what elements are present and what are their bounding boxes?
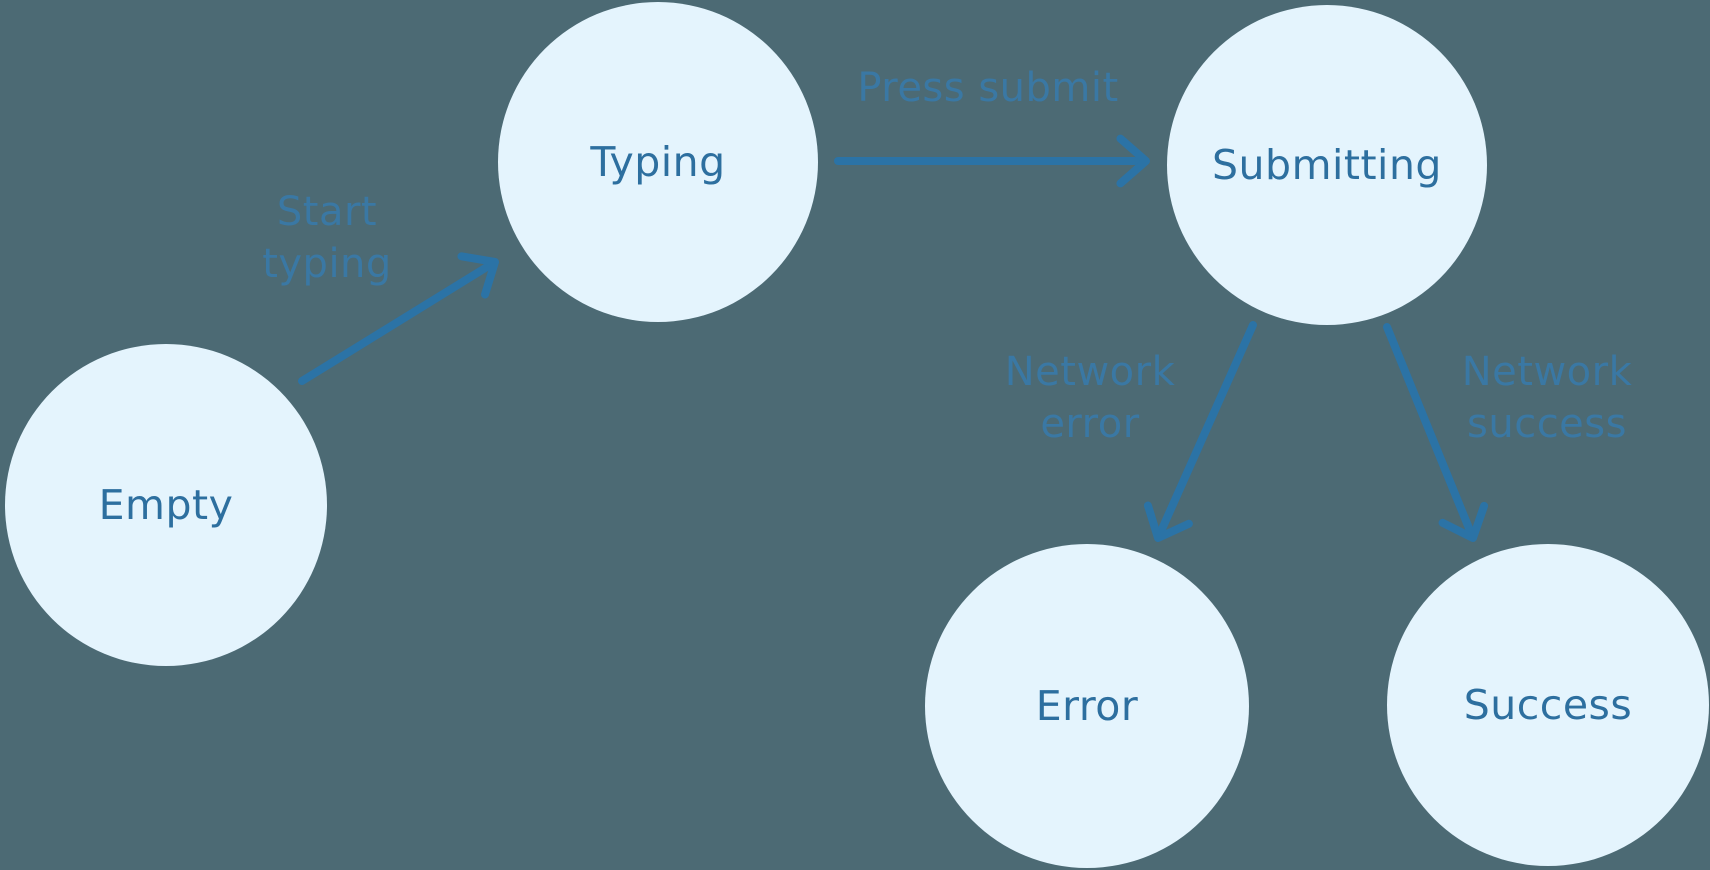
state-label-success: Success [1463, 681, 1633, 729]
state-label-empty: Empty [98, 481, 234, 529]
transition-label-press-submit: Press submit [857, 62, 1118, 114]
transition-arrow-press-submit [834, 134, 1150, 188]
transition-label-line: success [1467, 401, 1627, 447]
state-node-typing: Typing [498, 2, 818, 322]
state-node-submitting: Submitting [1167, 5, 1487, 325]
transition-label-line: Network [1004, 349, 1176, 395]
transition-label-network-success: Network success [1462, 346, 1633, 450]
transition-label-line: typing [262, 241, 392, 287]
state-node-empty: Empty [5, 344, 327, 666]
arrowhead-icon [1143, 501, 1193, 542]
arrowhead-icon [1438, 501, 1489, 542]
transition-label-line: Start [276, 189, 378, 235]
transition-label-start-typing: Start typing [262, 186, 392, 290]
transition-label-network-error: Network error [1005, 346, 1176, 450]
transition-label-line: Press submit [857, 65, 1119, 111]
arrow-shaft [1383, 323, 1475, 537]
transition-label-line: Network [1461, 349, 1633, 395]
state-label-error: Error [1035, 682, 1139, 730]
transition-label-line: error [1040, 401, 1140, 447]
state-label-typing: Typing [590, 138, 726, 186]
state-node-success: Success [1387, 544, 1709, 866]
state-node-error: Error [925, 544, 1249, 868]
arrowhead-icon [1116, 134, 1150, 188]
state-label-submitting: Submitting [1212, 141, 1442, 189]
arrowhead-icon [457, 252, 499, 299]
